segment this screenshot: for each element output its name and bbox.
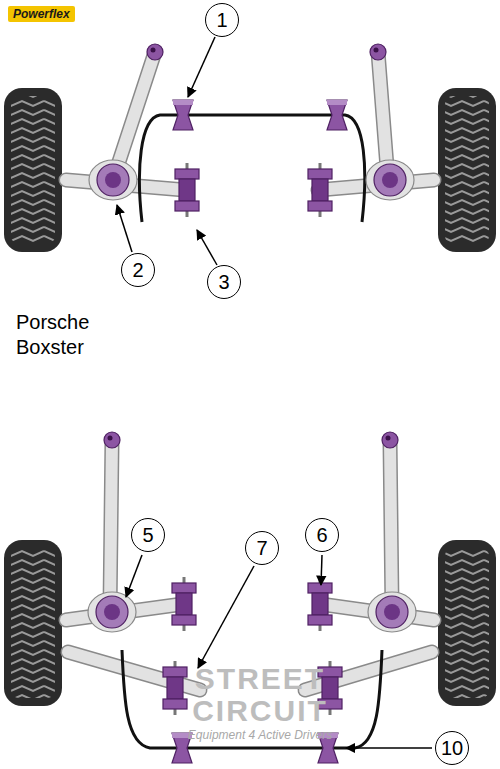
link-bush bbox=[163, 661, 187, 715]
anti-roll-bar-bush bbox=[327, 100, 347, 130]
strut-top bbox=[147, 44, 163, 60]
hub-bush bbox=[89, 160, 137, 200]
hub-bush bbox=[366, 160, 414, 200]
callout-circle: 7 bbox=[245, 531, 279, 565]
callout-number: 1 bbox=[216, 10, 227, 30]
arm-rear-bush bbox=[308, 163, 332, 217]
watermark: STREET bbox=[140, 662, 380, 696]
callout-circle: 6 bbox=[305, 518, 339, 552]
watermark: CIRCUIT bbox=[140, 694, 380, 728]
callout-circle: 10 bbox=[435, 731, 469, 765]
callout-circle: 3 bbox=[207, 265, 241, 299]
anti-roll-bar bbox=[139, 115, 364, 222]
strut-top bbox=[104, 432, 120, 448]
callout-number: 6 bbox=[316, 525, 327, 545]
callout-circle: 5 bbox=[131, 518, 165, 552]
leader-lines bbox=[117, 37, 432, 748]
rear-anti-roll-bar bbox=[122, 650, 382, 748]
brand-logo: Powerflex bbox=[8, 6, 75, 22]
arm-bush bbox=[172, 577, 196, 631]
hub-bush bbox=[88, 592, 136, 632]
arm-rear-bush bbox=[175, 163, 199, 217]
arm-bush bbox=[308, 577, 332, 631]
strut-top bbox=[370, 44, 386, 60]
tyres bbox=[4, 88, 496, 706]
watermark-slogan: Equipment 4 Active Drivers bbox=[150, 728, 370, 742]
strut-top bbox=[382, 432, 398, 448]
callout-number: 7 bbox=[256, 538, 267, 558]
hub-bush bbox=[368, 592, 416, 632]
callout-number: 5 bbox=[142, 525, 153, 545]
callout-number: 10 bbox=[441, 738, 463, 758]
callout-circle: 1 bbox=[205, 3, 239, 37]
callout-number: 2 bbox=[132, 260, 143, 280]
anti-roll-bar-bush bbox=[173, 100, 193, 130]
model-title: Porsche Boxster bbox=[16, 310, 106, 360]
callout-circle: 2 bbox=[121, 253, 155, 287]
callout-number: 3 bbox=[218, 272, 229, 292]
